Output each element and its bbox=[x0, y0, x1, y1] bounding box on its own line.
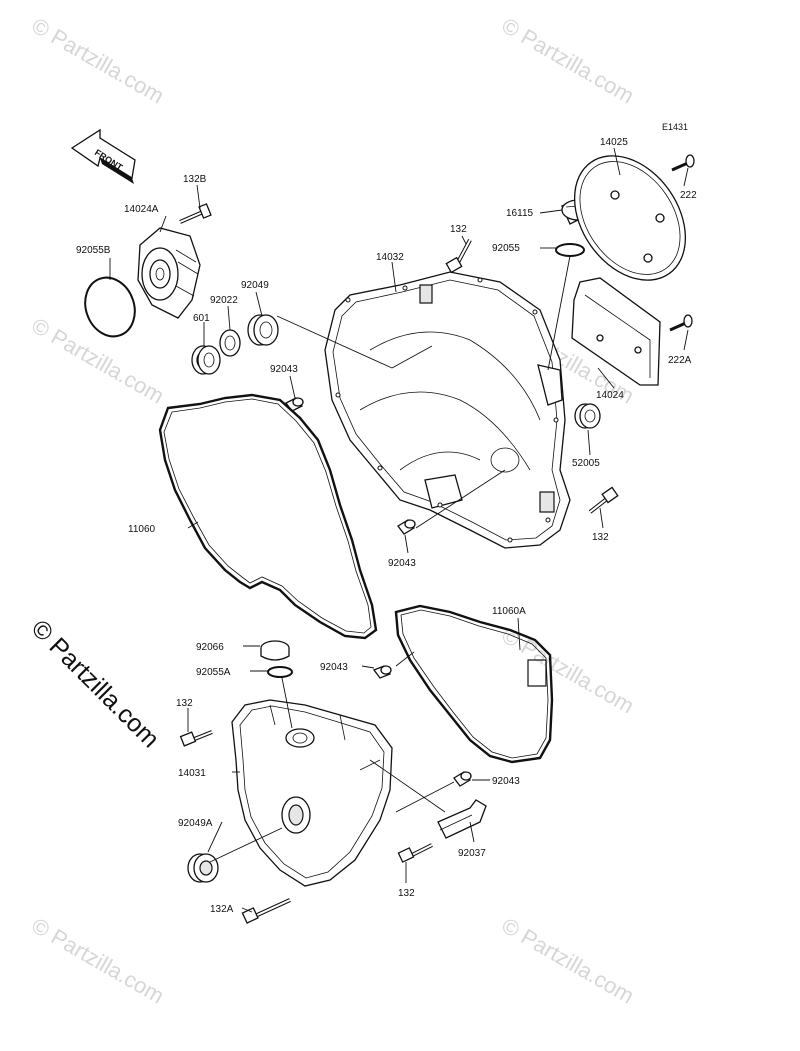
part-132-bolt-lower-left[interactable] bbox=[179, 730, 213, 747]
callout-14025[interactable]: 14025 bbox=[600, 137, 628, 148]
part-222a-screw[interactable] bbox=[669, 314, 693, 332]
callout-14032[interactable]: 14032 bbox=[376, 252, 404, 263]
part-92043-dowel-lower-b[interactable] bbox=[453, 771, 472, 787]
part-92066-plug[interactable] bbox=[260, 640, 290, 661]
part-92049-seal[interactable] bbox=[247, 314, 279, 346]
callout-92043-upper[interactable]: 92043 bbox=[270, 364, 298, 375]
part-132b-bolt[interactable] bbox=[179, 203, 212, 224]
callout-92022[interactable]: 92022 bbox=[210, 295, 238, 306]
part-14025-cover[interactable] bbox=[552, 135, 709, 301]
callout-132-right[interactable]: 132 bbox=[592, 532, 609, 543]
part-92043-dowel-mid[interactable] bbox=[397, 519, 416, 535]
watermark: © Partzilla.com bbox=[498, 13, 639, 109]
watermark: © Partzilla.com bbox=[498, 913, 639, 1009]
part-92055a-oring[interactable] bbox=[267, 666, 293, 678]
callout-52005[interactable]: 52005 bbox=[572, 458, 600, 469]
leader-lines bbox=[109, 147, 689, 913]
callout-14024[interactable]: 14024 bbox=[596, 390, 624, 401]
callout-92055a[interactable]: 92055A bbox=[196, 667, 231, 678]
callout-92049[interactable]: 92049 bbox=[241, 280, 269, 291]
part-14024-bracket[interactable] bbox=[571, 277, 661, 386]
part-222-screw[interactable] bbox=[671, 154, 695, 172]
callout-132a[interactable]: 132A bbox=[210, 904, 234, 915]
part-92055b-oring[interactable] bbox=[77, 271, 143, 344]
callout-92037[interactable]: 92037 bbox=[458, 848, 486, 859]
part-92049a-seal[interactable] bbox=[187, 853, 219, 883]
callout-92043-lower-a[interactable]: 92043 bbox=[320, 662, 348, 673]
callout-222a[interactable]: 222A bbox=[668, 355, 692, 366]
callout-132-lower-mid[interactable]: 132 bbox=[398, 888, 415, 899]
callout-222[interactable]: 222 bbox=[680, 190, 697, 201]
callout-92049a[interactable]: 92049A bbox=[178, 818, 213, 829]
callout-601[interactable]: 601 bbox=[193, 313, 210, 324]
watermark: © Partzilla.com bbox=[28, 13, 169, 109]
part-132-bolt-right[interactable] bbox=[588, 486, 619, 514]
callout-14031[interactable]: 14031 bbox=[178, 768, 206, 779]
callout-11060[interactable]: 11060 bbox=[128, 524, 156, 535]
part-52005-seal[interactable] bbox=[574, 403, 601, 429]
part-92043-dowel-lower-a[interactable] bbox=[372, 665, 392, 679]
part-11060-gasket[interactable] bbox=[158, 393, 378, 640]
callout-labels: 132B 14024A 92055B 92049 92022 601 92043… bbox=[76, 137, 697, 915]
front-arrow-icon: FRONT bbox=[70, 128, 136, 184]
part-92055-oring[interactable] bbox=[555, 243, 585, 257]
callout-14024a[interactable]: 14024A bbox=[124, 204, 159, 215]
part-14031-lower-cover[interactable] bbox=[231, 699, 393, 887]
callout-92043-mid[interactable]: 92043 bbox=[388, 558, 416, 569]
part-601-bearing[interactable] bbox=[191, 345, 221, 375]
diagram-code: E1431 bbox=[662, 122, 688, 132]
copyright-text: © Partzilla.com bbox=[26, 614, 165, 753]
part-132-bolt-upper[interactable] bbox=[445, 239, 472, 274]
part-92037-bracket[interactable] bbox=[437, 799, 487, 839]
callout-11060a[interactable]: 11060A bbox=[492, 606, 526, 617]
part-132-bolt-lower-mid[interactable] bbox=[397, 843, 433, 863]
cover-bolt-holes bbox=[335, 277, 559, 543]
callout-132-lower-left[interactable]: 132 bbox=[176, 698, 193, 709]
part-132a-bolt[interactable] bbox=[241, 898, 291, 924]
callout-132b[interactable]: 132B bbox=[183, 174, 207, 185]
part-11060a-gasket[interactable] bbox=[394, 604, 554, 764]
callout-92043-lower-b[interactable]: 92043 bbox=[492, 776, 520, 787]
callout-92055[interactable]: 92055 bbox=[492, 243, 520, 254]
watermark: © Partzilla.com bbox=[28, 313, 169, 409]
watermark: © Partzilla.com bbox=[498, 623, 639, 719]
callout-16115[interactable]: 16115 bbox=[506, 208, 534, 219]
callout-92066[interactable]: 92066 bbox=[196, 642, 224, 653]
part-92022-washer[interactable] bbox=[219, 329, 241, 357]
part-14032-clutch-cover[interactable] bbox=[324, 271, 571, 549]
callout-92055b[interactable]: 92055B bbox=[76, 245, 111, 256]
watermark: © Partzilla.com bbox=[28, 913, 169, 1009]
part-14024a-cover[interactable] bbox=[137, 227, 201, 319]
callout-132-upper[interactable]: 132 bbox=[450, 224, 467, 235]
